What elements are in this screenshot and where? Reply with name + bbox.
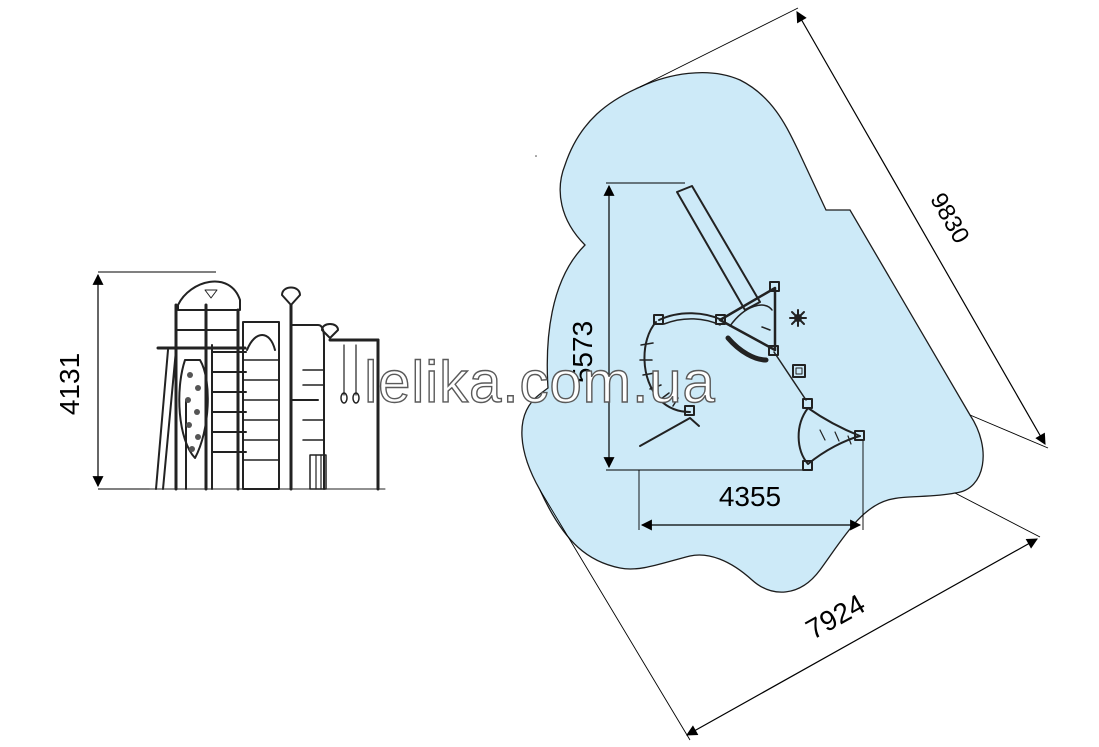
plan-width-dimension: 4355: [638, 440, 864, 531]
zone-diagonal-label: 9830: [924, 188, 974, 248]
plan-width-label: 4355: [719, 481, 781, 512]
plan-height-dimension: 5573: [567, 182, 810, 471]
zone-width-label: 7924: [801, 588, 871, 645]
side-height-label: 4131: [54, 353, 85, 415]
side-elevation: 4131: [54, 271, 386, 491]
playground-plan: [639, 185, 865, 471]
side-height-dimension: 4131: [54, 271, 216, 490]
watermark: lelika.com.ua: [364, 350, 715, 415]
plan-height-label: 5573: [567, 321, 598, 383]
flower-icon: [789, 309, 807, 327]
playground-elevation: [149, 280, 386, 491]
